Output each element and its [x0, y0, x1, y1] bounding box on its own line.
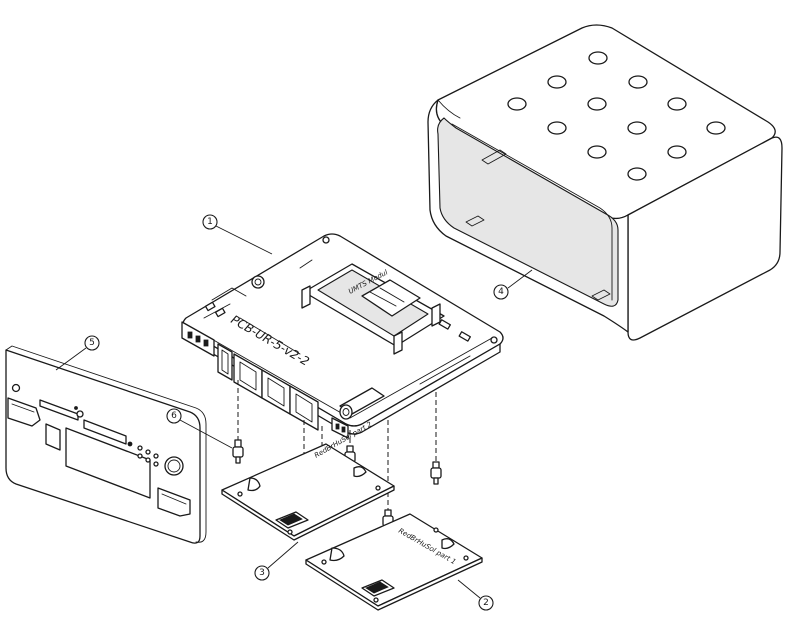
umts-module: UMTS Modul: [301, 263, 445, 355]
callout-3: 3: [259, 568, 265, 578]
bracket-plate-part-2: RedBrHuSol part 2: [221, 420, 395, 541]
callout-3-circle: [254, 565, 270, 581]
enclosure-housing: [427, 24, 783, 341]
callout-4: 4: [498, 287, 504, 297]
callout-5: 5: [89, 338, 95, 348]
callout-6-circle: [166, 408, 182, 424]
callout-4-circle: [493, 284, 509, 300]
standoff: [430, 461, 442, 485]
callout-2: 2: [483, 598, 489, 608]
callout-2-circle: [478, 595, 494, 611]
callout-1-circle: [202, 214, 218, 230]
front-panel: [5, 345, 207, 544]
callout-1: 1: [207, 217, 213, 227]
ventilation-holes: [507, 51, 726, 181]
callout-5-circle: [84, 335, 100, 351]
front-connectors: [181, 321, 385, 439]
callouts: 1 2 3 4 5 6: [55, 214, 533, 611]
standoff: [232, 439, 244, 464]
bracket-plate-part-1: RedBrHuSol part 1: [305, 513, 483, 611]
main-pcb-board: UMTS Modul PC: [181, 233, 504, 439]
callout-6: 6: [171, 411, 177, 421]
